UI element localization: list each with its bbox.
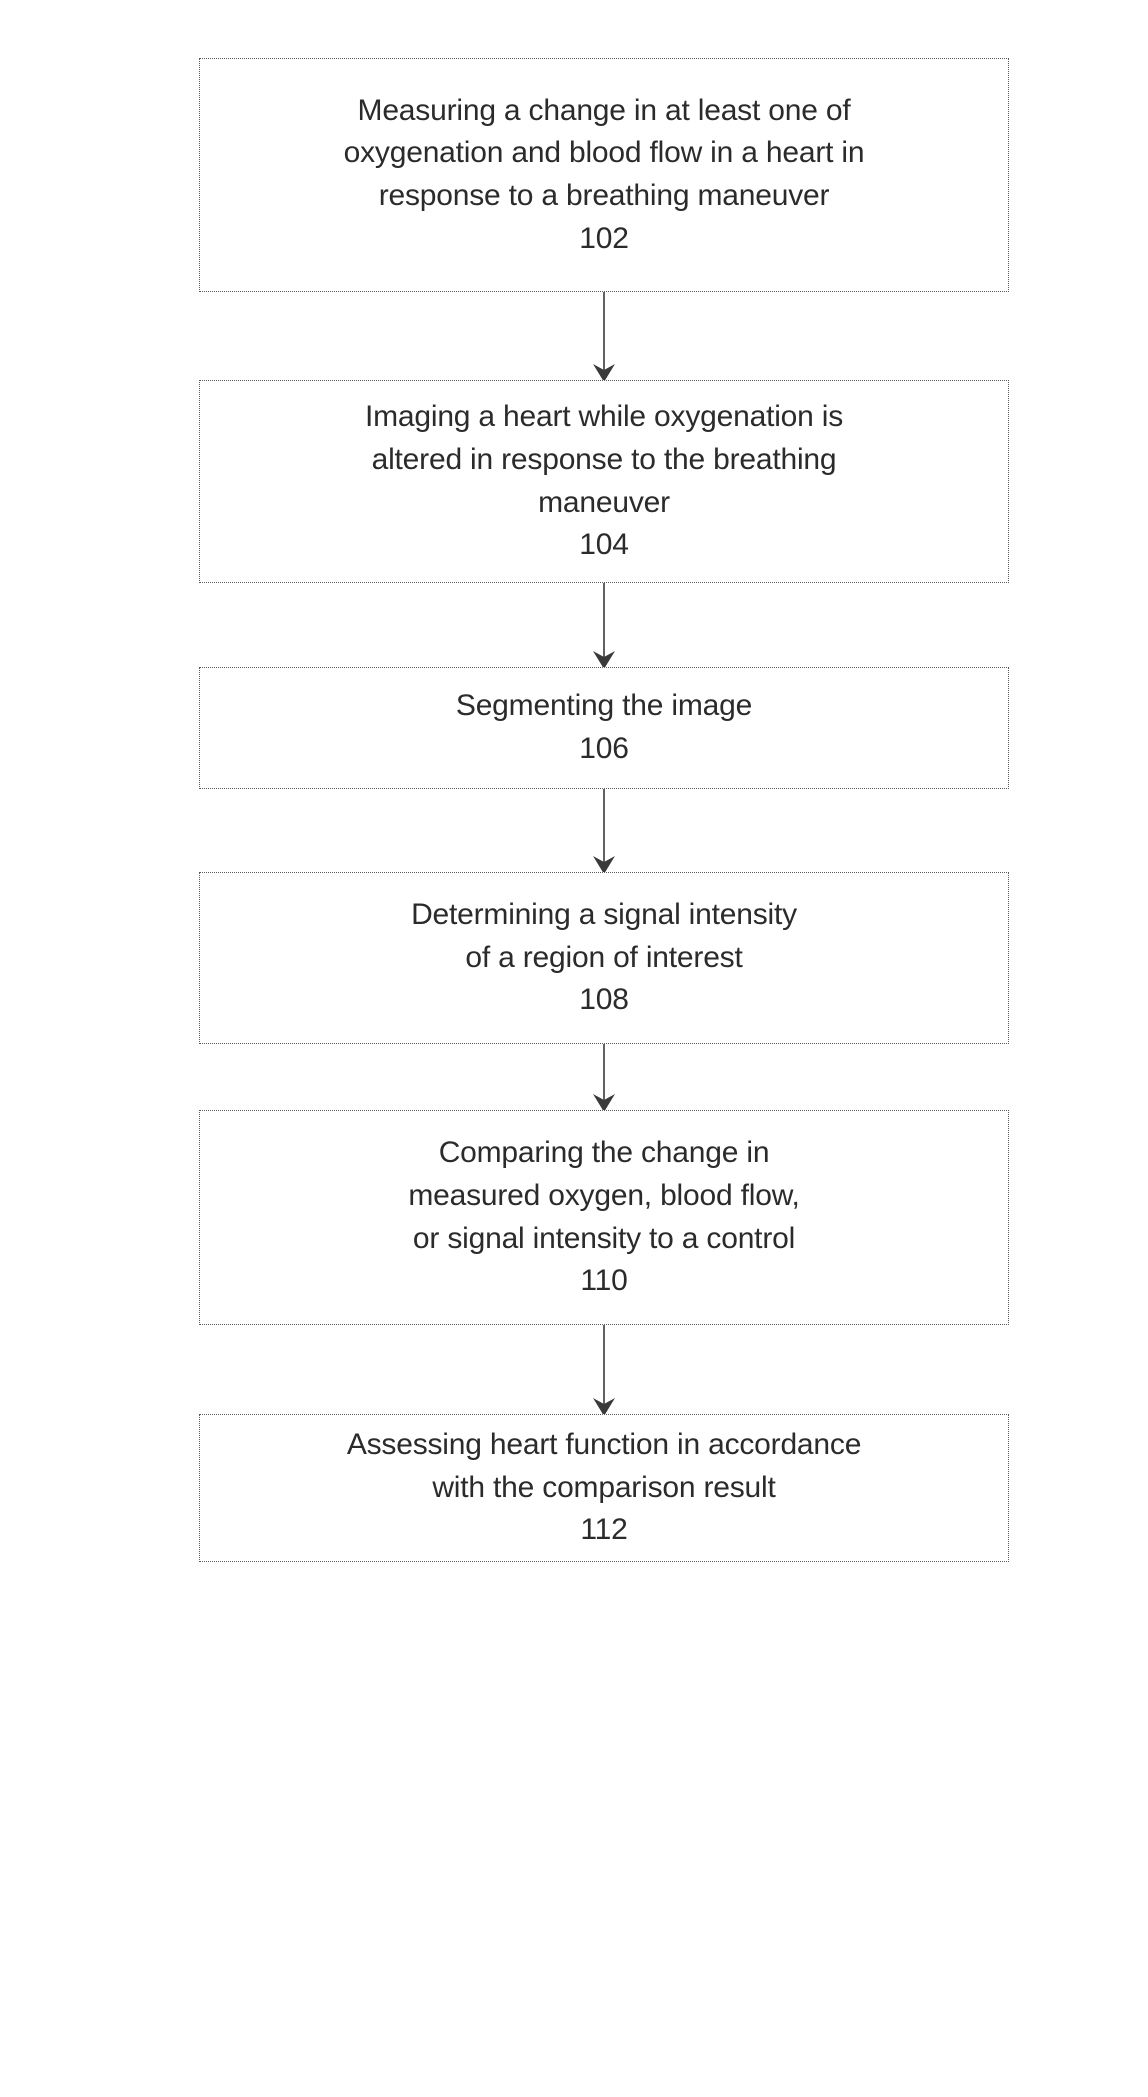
process-box-102-reference: 102 <box>579 221 629 255</box>
process-box-106-label: Segmenting the image 106 <box>200 643 1008 813</box>
arrow-down-icon <box>593 1044 615 1112</box>
process-box-110-label: Comparing the change in measured oxygen,… <box>200 1090 1008 1346</box>
connector-106-to-108 <box>0 789 1148 874</box>
process-box-110: Comparing the change in measured oxygen,… <box>199 1110 1009 1325</box>
connector-102-to-104 <box>0 292 1148 382</box>
process-box-108-label: Determining a signal intensity of a regi… <box>200 852 1008 1065</box>
process-box-108: Determining a signal intensity of a regi… <box>199 872 1009 1044</box>
process-box-108-text: Determining a signal intensity of a regi… <box>411 898 797 974</box>
process-box-106: Segmenting the image 106 <box>199 667 1009 789</box>
process-box-104-reference: 104 <box>579 528 629 562</box>
arrow-down-icon <box>593 789 615 874</box>
process-box-108-reference: 108 <box>579 983 629 1017</box>
process-box-104-text: Imaging a heart while oxygenation is alt… <box>364 400 844 519</box>
process-box-102-label: Measuring a change in at least one of ox… <box>200 47 1008 303</box>
arrow-down-icon <box>593 583 615 669</box>
arrow-down-icon <box>593 292 615 382</box>
process-box-104-label: Imaging a heart while oxygenation is alt… <box>200 354 1008 610</box>
arrow-down-icon <box>593 1325 615 1416</box>
process-box-112-text: Assessing heart function in accordance w… <box>346 1428 862 1504</box>
process-box-104: Imaging a heart while oxygenation is alt… <box>199 380 1009 583</box>
process-box-112: Assessing heart function in accordance w… <box>199 1414 1009 1562</box>
process-box-112-label: Assessing heart function in accordance w… <box>200 1382 1008 1595</box>
process-box-112-reference: 112 <box>580 1513 628 1547</box>
process-box-106-reference: 106 <box>579 732 629 765</box>
connector-104-to-106 <box>0 583 1148 669</box>
process-box-102: Measuring a change in at least one of ox… <box>199 58 1009 292</box>
process-box-110-text: Comparing the change in measured oxygen,… <box>408 1136 800 1255</box>
connector-110-to-112 <box>0 1325 1148 1416</box>
process-box-110-reference: 110 <box>580 1264 628 1298</box>
process-box-106-text: Segmenting the image <box>455 689 753 723</box>
connector-108-to-110 <box>0 1044 1148 1112</box>
process-box-102-text: Measuring a change in at least one of ox… <box>343 93 865 212</box>
